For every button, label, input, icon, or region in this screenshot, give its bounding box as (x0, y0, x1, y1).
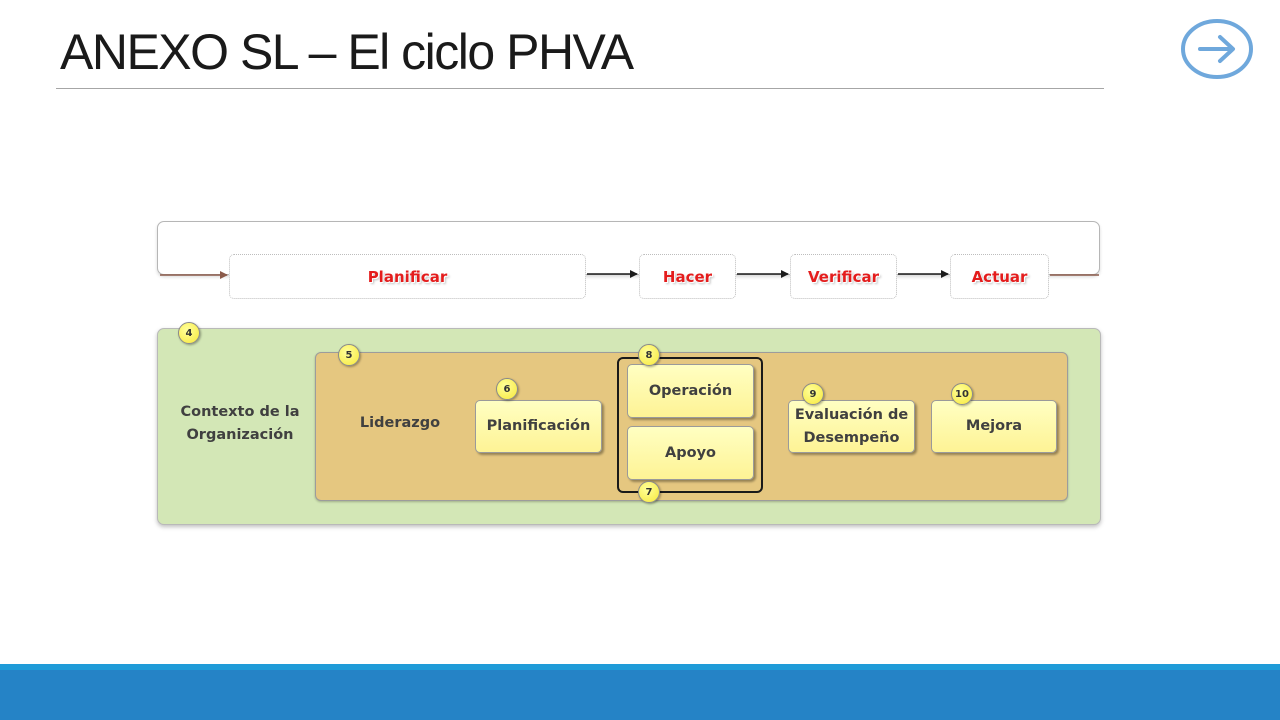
apoyo-label: Apoyo (665, 444, 716, 461)
operacion-label: Operación (648, 382, 733, 399)
apoyo-box[interactable]: Apoyo (627, 426, 754, 480)
phase-verificar-label: Verificar (807, 267, 880, 286)
evaluacion-label-line2: Desempeño (803, 429, 900, 446)
title-divider (56, 88, 1104, 89)
phase-planificar-label: Planificar (367, 267, 448, 286)
do-clauses-group (617, 357, 763, 493)
phase-actuar-label: Actuar (971, 267, 1028, 286)
context-label: Contexto de la Organización (170, 401, 310, 447)
phase-hacer-label: Hacer (662, 267, 713, 286)
clause-badge-8: 8 (638, 344, 660, 366)
arrow-right-circle-icon (1181, 19, 1253, 79)
phase-verificar[interactable]: Verificar (790, 254, 897, 299)
phase-planificar[interactable]: Planificar (229, 254, 586, 299)
evaluacion-box[interactable]: Evaluación de Desempeño (788, 400, 915, 453)
clause-badge-5: 5 (338, 344, 360, 366)
operacion-box[interactable]: Operación (627, 364, 754, 418)
planificacion-label: Planificación (486, 418, 591, 434)
clause-badge-4: 4 (178, 322, 200, 344)
context-label-line2: Organización (186, 427, 294, 443)
mejora-box[interactable]: Mejora (931, 400, 1057, 453)
footer-accent-strip (0, 664, 1280, 670)
clause-badge-6: 6 (496, 378, 518, 400)
slide-title: ANEXO SL – El ciclo PHVA (60, 24, 634, 80)
phase-hacer[interactable]: Hacer (639, 254, 736, 299)
phase-actuar[interactable]: Actuar (950, 254, 1049, 299)
clause-badge-9: 9 (802, 383, 824, 405)
planificacion-box[interactable]: Planificación (475, 400, 602, 453)
context-label-line1: Contexto de la (180, 404, 300, 420)
evaluacion-label-line1: Evaluación de (794, 406, 909, 423)
clause-badge-10: 10 (951, 383, 973, 405)
mejora-label: Mejora (965, 418, 1023, 434)
clause-badge-7: 7 (638, 481, 660, 503)
leadership-label: Liderazgo (359, 415, 441, 431)
next-slide-button[interactable] (1180, 18, 1254, 80)
footer-bar (0, 670, 1280, 720)
